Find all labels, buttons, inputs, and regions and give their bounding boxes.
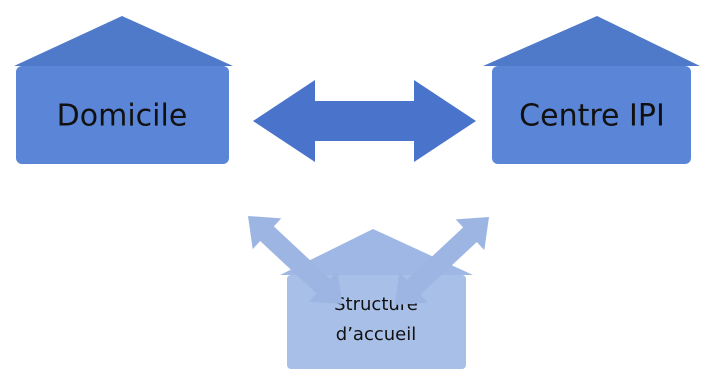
double-arrow-centre-ipi-structure: [394, 217, 489, 305]
double-arrow-domicile-centre-ipi: [253, 80, 476, 162]
double-arrow-domicile-structure: [248, 216, 343, 304]
centre-ipi-box: [492, 66, 691, 164]
node-domicile: Domicile: [14, 16, 233, 164]
structure-accueil-label-line2: d’accueil: [336, 324, 416, 345]
domicile-label: Domicile: [57, 99, 188, 134]
domicile-box: [16, 66, 229, 164]
centre-ipi-label: Centre IPI: [519, 99, 665, 134]
node-centre-ipi: Centre IPI: [483, 16, 700, 164]
centre-ipi-roof: [483, 16, 700, 66]
domicile-roof: [14, 16, 233, 66]
